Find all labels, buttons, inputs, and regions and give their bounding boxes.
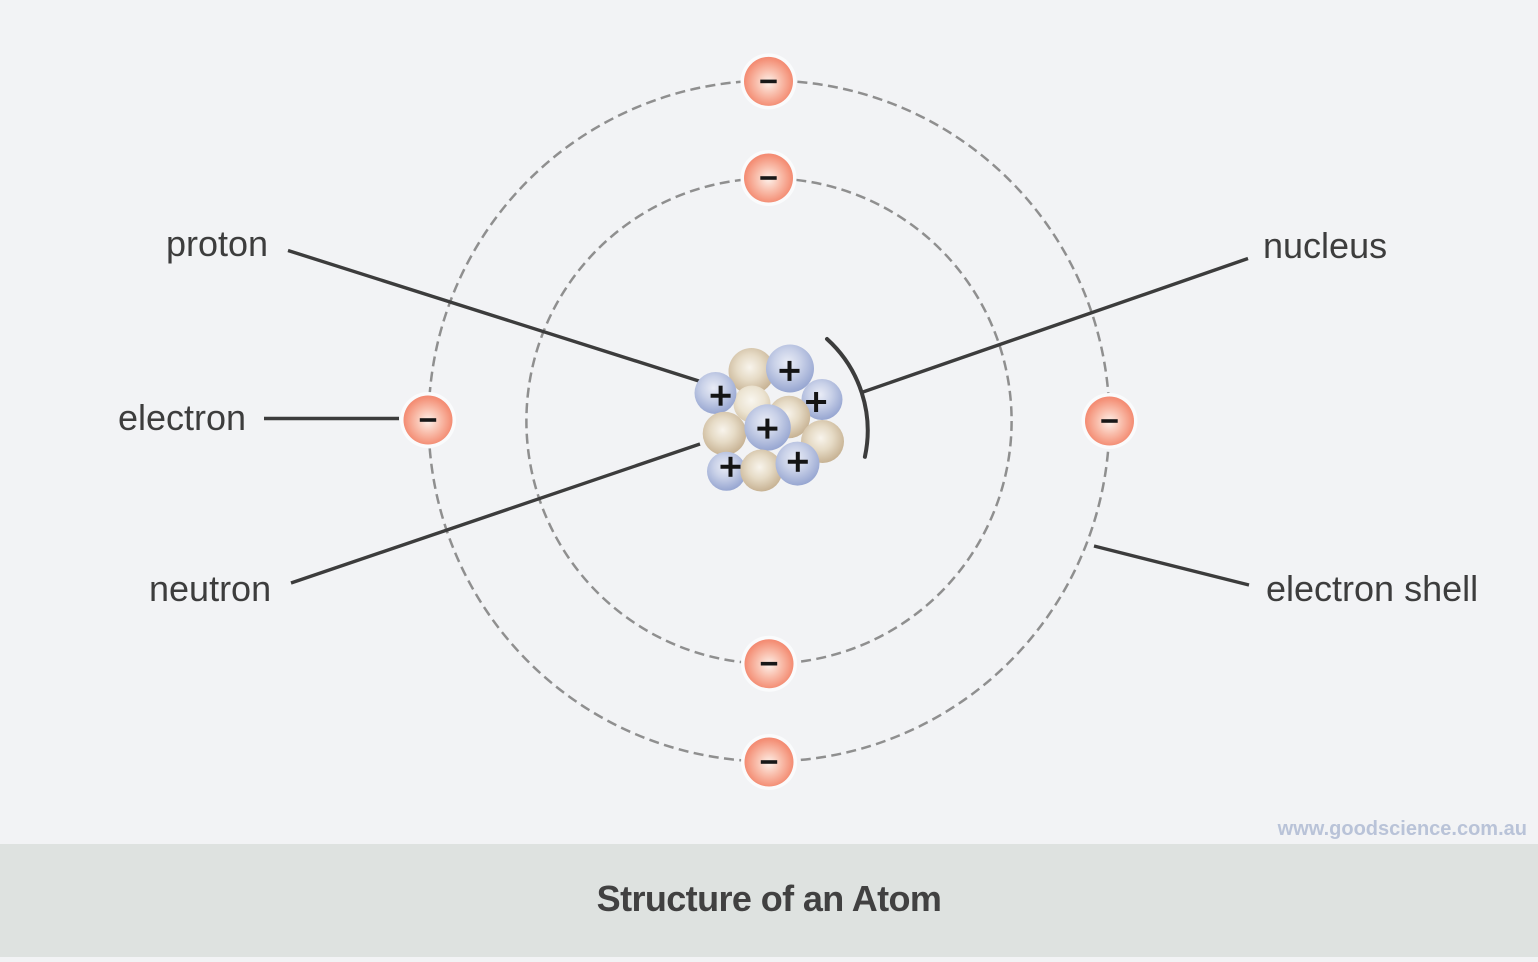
svg-text:proton: proton (166, 223, 268, 264)
svg-text:Structure of an Atom: Structure of an Atom (597, 878, 942, 919)
svg-text:www.goodscience.com.au: www.goodscience.com.au (1277, 818, 1527, 840)
svg-text:electron shell: electron shell (1266, 568, 1478, 609)
svg-text:electron: electron (118, 397, 246, 438)
svg-text:neutron: neutron (149, 568, 271, 609)
svg-text:nucleus: nucleus (1263, 225, 1387, 266)
